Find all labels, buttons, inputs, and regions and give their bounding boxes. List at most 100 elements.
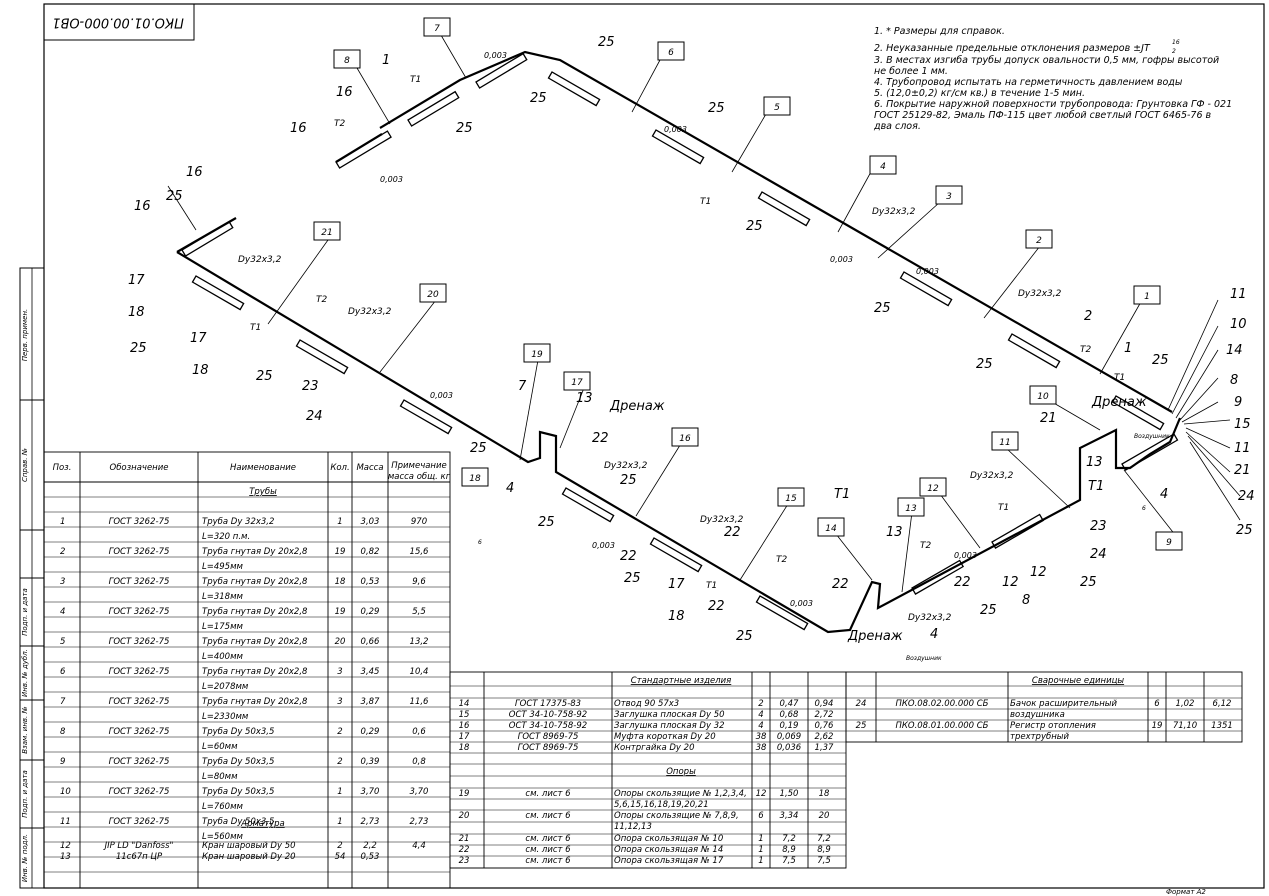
note-line: не более 1 мм.: [874, 66, 948, 77]
table-cell: 13: [60, 852, 71, 862]
callout: 17: [128, 273, 145, 288]
table-cell: 2,72: [815, 710, 834, 720]
table-cell: Труба гнутая Dy 20х2,8: [202, 667, 308, 677]
table-cell: 0,19: [780, 721, 799, 731]
callout: 25: [620, 473, 637, 488]
radiators: [181, 52, 1179, 631]
table-cell: трехтрубный: [1010, 732, 1069, 742]
table-cell: 38: [756, 732, 767, 742]
table-cell: Труба Dy 50х3,5: [202, 787, 274, 797]
callout: 25: [538, 515, 555, 530]
callout: 25: [130, 341, 147, 356]
table-cell: 1: [337, 787, 342, 797]
col-header: масса общ. кг: [388, 472, 451, 482]
table-cell: 6,12: [1213, 699, 1232, 709]
table-cell: 9: [60, 757, 65, 767]
table-cell: 3,87: [361, 697, 381, 707]
callout: 23: [302, 379, 319, 394]
table-cell: 0,94: [815, 699, 834, 709]
table-cell: 4,4: [412, 841, 426, 851]
table-cell: 9,6: [412, 577, 426, 587]
table-cell: ГОСТ 3262-75: [109, 577, 170, 587]
callout: 17: [190, 331, 207, 346]
table-cell: 8,9: [782, 845, 796, 855]
table-cell: 15: [459, 710, 470, 720]
table-cell: ГОСТ 3262-75: [109, 667, 170, 677]
table-cell: 0,29: [361, 727, 380, 737]
table-cell: 1,50: [780, 789, 799, 799]
table-cell: 3: [337, 697, 342, 707]
callout: Т1: [834, 487, 850, 502]
table-cell: Муфта короткая Dy 20: [614, 732, 716, 742]
callout: Т2: [316, 295, 327, 305]
table-cell: 23: [459, 856, 470, 866]
table-cell: ГОСТ 3262-75: [109, 757, 170, 767]
callout: Дренаж: [847, 629, 903, 644]
table-cell: 16: [459, 721, 470, 731]
table-cell: 2: [60, 547, 65, 557]
table-cell: 18: [819, 789, 830, 799]
table-cell: 0,036: [777, 743, 802, 753]
format-label: Формат А2: [1166, 888, 1206, 896]
callout: 17: [668, 577, 685, 592]
box-number: 14: [825, 524, 837, 534]
table-cell: 8: [60, 727, 66, 737]
side-label: Перв. примен.: [21, 309, 29, 362]
callout: 0,003: [380, 175, 403, 184]
callout: 25: [980, 603, 997, 618]
callout: 9: [1234, 395, 1242, 410]
col-header: Обозначение: [110, 463, 169, 473]
table-cell: ОСТ 34-10-758-92: [509, 710, 587, 720]
callout: 6: [478, 539, 482, 546]
table-cell: 24: [856, 699, 867, 709]
table-cell: L=60мм: [202, 742, 238, 752]
callout: Т1: [998, 503, 1009, 513]
table-cell: 0,39: [361, 757, 380, 767]
table-cell: Заглушка плоская Dy 50: [614, 710, 725, 720]
table-cell: 19: [1152, 721, 1163, 731]
callout: 4: [506, 481, 514, 496]
box-number: 7: [434, 24, 440, 34]
col-header: Масса: [356, 463, 383, 473]
box-number: 19: [531, 350, 543, 360]
table-cell: L=175мм: [202, 622, 243, 632]
callout: Воздушник: [906, 655, 942, 662]
table-cell: 0,29: [361, 607, 380, 617]
table-cell: 25: [856, 721, 867, 731]
table-cell: 0,8: [412, 757, 426, 767]
callout: 22: [724, 525, 741, 540]
table-cell: ГОСТ 3262-75: [109, 787, 170, 797]
callout: 16: [336, 85, 353, 100]
callout: 1: [1124, 341, 1132, 356]
callout: 25: [598, 35, 615, 50]
section-title: Сварочные единицы: [1032, 676, 1124, 686]
table-cell: 3,70: [361, 787, 380, 797]
callout: 0,003: [790, 599, 813, 608]
table-cell: ГОСТ 3262-75: [109, 607, 170, 617]
table-cell: 2,73: [410, 817, 429, 827]
box-number: 2: [1036, 236, 1042, 246]
callout: 25: [1152, 353, 1169, 368]
table-cell: 2: [337, 727, 342, 737]
table-cell: Опора скользящая № 14: [614, 845, 723, 855]
table-cell: Труба гнутая Dy 20х2,8: [202, 577, 308, 587]
table-cell: Труба гнутая Dy 20х2,8: [202, 607, 308, 617]
callout: 25: [256, 369, 273, 384]
table-cell: 10: [60, 787, 71, 797]
table-cell: 1,37: [815, 743, 835, 753]
table-cell: 3,03: [361, 517, 380, 527]
table-cell: Контргайка Dy 20: [614, 743, 694, 753]
callout: 16: [186, 165, 203, 180]
pipeline: [176, 50, 1182, 634]
callout: 4: [1160, 487, 1168, 502]
callout: 25: [976, 357, 993, 372]
box-number: 13: [905, 504, 917, 514]
note-subscript: 2: [1172, 48, 1176, 55]
table-cell: см. лист 6: [525, 845, 571, 855]
note-line: 2. Неуказанные предельные отклонения раз…: [874, 43, 1151, 54]
position-boxes: [313, 17, 1183, 551]
section-title: Стандартные изделия: [631, 676, 732, 686]
box-number: 21: [321, 228, 332, 238]
col-header: Примечание: [391, 461, 447, 471]
